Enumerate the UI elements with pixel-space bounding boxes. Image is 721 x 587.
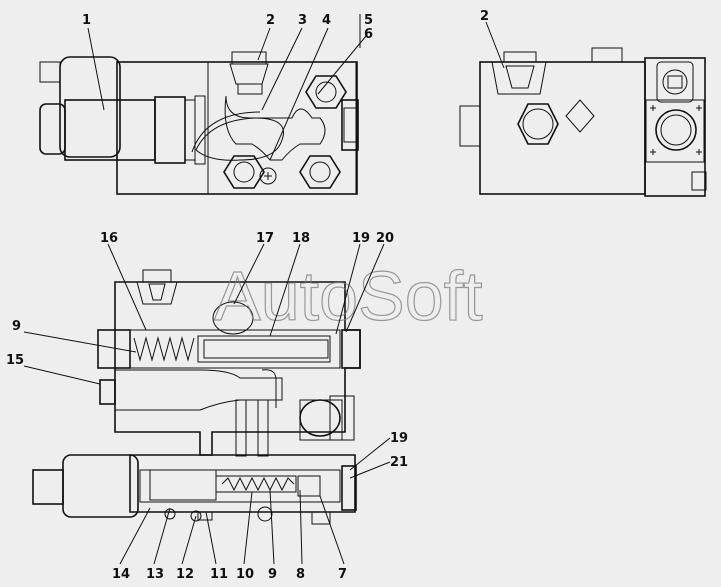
callout-label: 16: [100, 231, 118, 246]
callout-label: 6: [364, 27, 373, 42]
callout-label: 2: [480, 9, 489, 24]
callout-label: 4: [322, 13, 331, 28]
callout-label: 1: [82, 13, 91, 28]
callout-label: 13: [146, 567, 164, 582]
callout-label: 21: [390, 455, 408, 470]
callout-labels: 1 2 3 4 5 6 2 16 17 18 19 20 9 15 19 21 …: [6, 9, 489, 582]
callout-label: 19: [352, 231, 370, 246]
callout-label: 20: [376, 231, 394, 246]
section-view: [32, 269, 361, 525]
callout-label: 9: [12, 319, 21, 334]
callout-label: 9: [268, 567, 277, 582]
callout-label: 11: [210, 567, 228, 582]
callout-label: 2: [266, 13, 275, 28]
callout-label: 12: [176, 567, 194, 582]
callout-label: 10: [236, 567, 254, 582]
watermark-text: AutoSoft: [214, 257, 483, 335]
callout-label: 15: [6, 353, 24, 368]
callout-label: 3: [298, 13, 307, 28]
callout-label: 7: [338, 567, 347, 582]
callout-label: 14: [112, 567, 130, 582]
top-right-view: [459, 47, 707, 197]
leader-lines: [23, 14, 505, 565]
callout-label: 5: [364, 13, 373, 28]
callout-label: 19: [390, 431, 408, 446]
callout-label: 18: [292, 231, 310, 246]
callout-label: 8: [296, 567, 305, 582]
top-left-view: [39, 51, 359, 195]
callout-label: 17: [256, 231, 274, 246]
